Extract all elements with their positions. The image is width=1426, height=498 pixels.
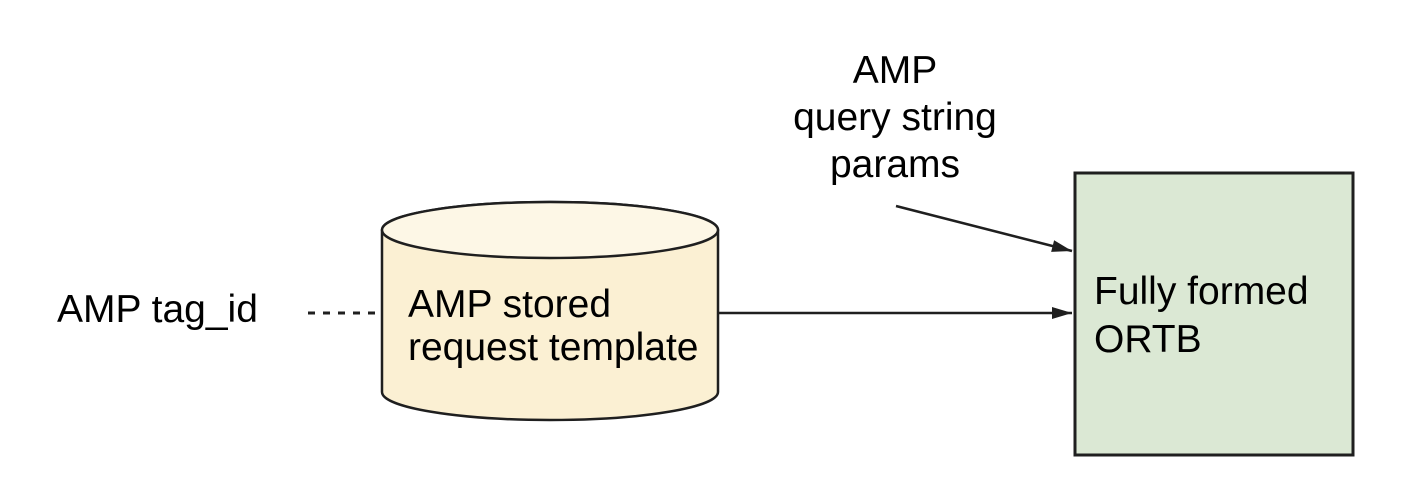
query-params-label-line1: AMP (853, 49, 938, 92)
ortb-label-line1: Fully formed (1094, 270, 1309, 313)
fully-formed-ortb-box: Fully formed ORTB (1073, 171, 1355, 457)
cylinder-top-ellipse (380, 200, 720, 260)
query-params-label-line2: query string (793, 96, 997, 139)
cylinder-label-line1: AMP stored (408, 283, 611, 326)
query-params-label-line3: params (830, 143, 960, 186)
cylinder-label-line2: request template (408, 326, 699, 369)
stored-request-db-cylinder: AMP stored request template (380, 200, 720, 422)
amp-query-params-label: AMP query string params (793, 49, 997, 186)
amp-tag-id-label: AMP tag_id (57, 288, 258, 331)
ortb-label-line2: ORTB (1094, 318, 1202, 361)
ortb-box-rect (1073, 171, 1355, 457)
query-params-to-ortb-arrow (895, 204, 1073, 253)
